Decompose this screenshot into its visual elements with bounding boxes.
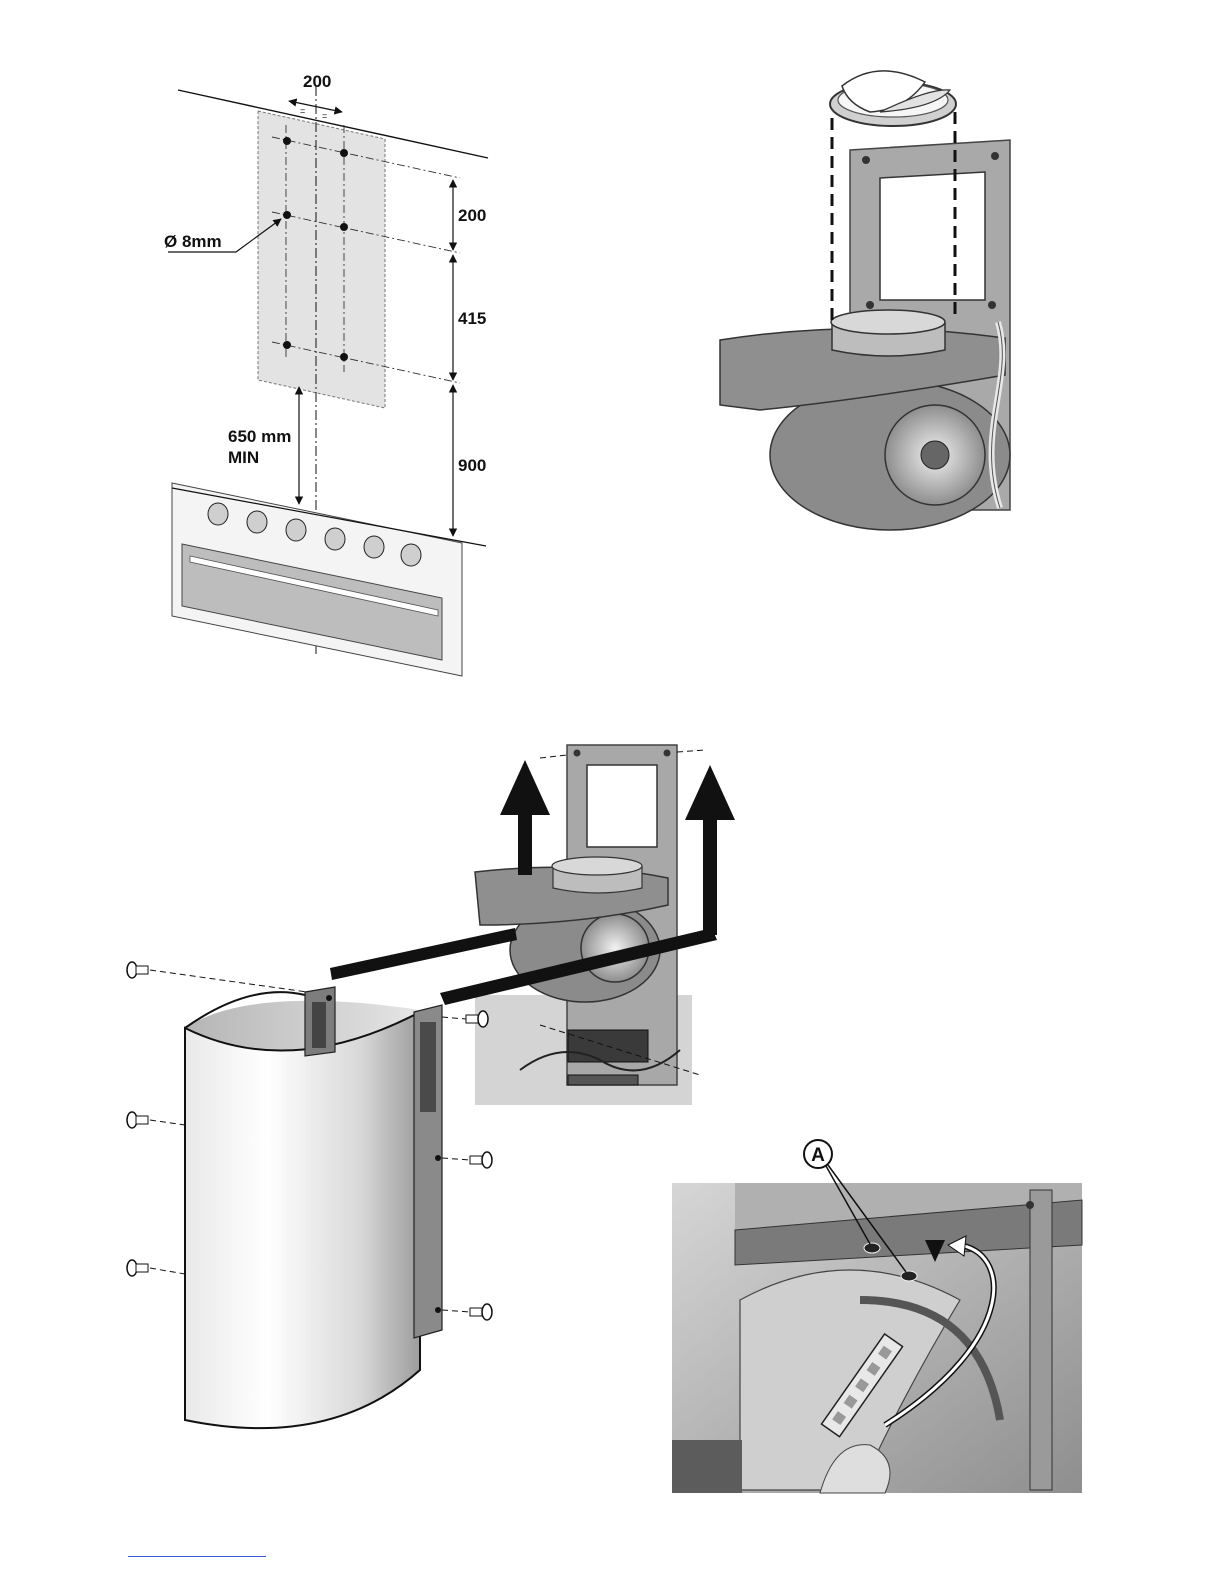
control-knob [247,511,267,533]
screw-icon [127,1112,185,1128]
wall-template-diagram: 200 = = Ø 8mm 200 415 900 650 mm MIN [164,72,488,676]
chimney-cover [185,1012,420,1428]
gap-dimension-label: 415 [458,309,486,328]
height-dimension-label: 900 [458,456,486,475]
drill-hole [283,137,291,145]
screw-icon [127,962,307,992]
callout-a-label: A [811,1145,825,1166]
screw-icon [442,1011,488,1027]
drilling-template-sheet [258,111,385,408]
lift-arrow-icon [685,765,735,935]
plate-window [880,172,985,300]
equal-mark: = [322,111,327,121]
control-knob [401,544,421,566]
screw-icon [127,1260,185,1276]
drill-hole [340,353,348,361]
screw-icon [442,1304,492,1320]
screw-icon [442,1152,492,1168]
width-dimension-label: 200 [303,72,331,91]
hole-diameter-label: Ø 8mm [164,232,222,251]
drill-hole [283,341,291,349]
equal-mark: = [300,106,305,116]
drill-hole [283,211,291,219]
control-knob [364,536,384,558]
fixing-hole [901,1271,917,1281]
led-fixing-photo: A [672,1140,1082,1493]
cooker-illustration [172,483,486,676]
control-knob [208,503,228,525]
motor-bracket-photo [720,71,1031,530]
lift-arrow-icon [500,760,550,875]
chimney-assembly-diagram [127,745,735,1428]
control-knob [286,519,306,541]
slide-direction-strip [330,928,517,980]
led-strip [568,1075,638,1085]
plate-window [587,765,657,847]
min-distance-label: MIN [228,448,259,467]
gap-dimension-label: 200 [458,206,486,225]
drill-hole [340,223,348,231]
control-knob [325,528,345,550]
fixing-hole [864,1243,880,1253]
drill-hole [340,149,348,157]
min-distance-label: 650 mm [228,427,291,446]
footer-rule [128,1556,266,1557]
